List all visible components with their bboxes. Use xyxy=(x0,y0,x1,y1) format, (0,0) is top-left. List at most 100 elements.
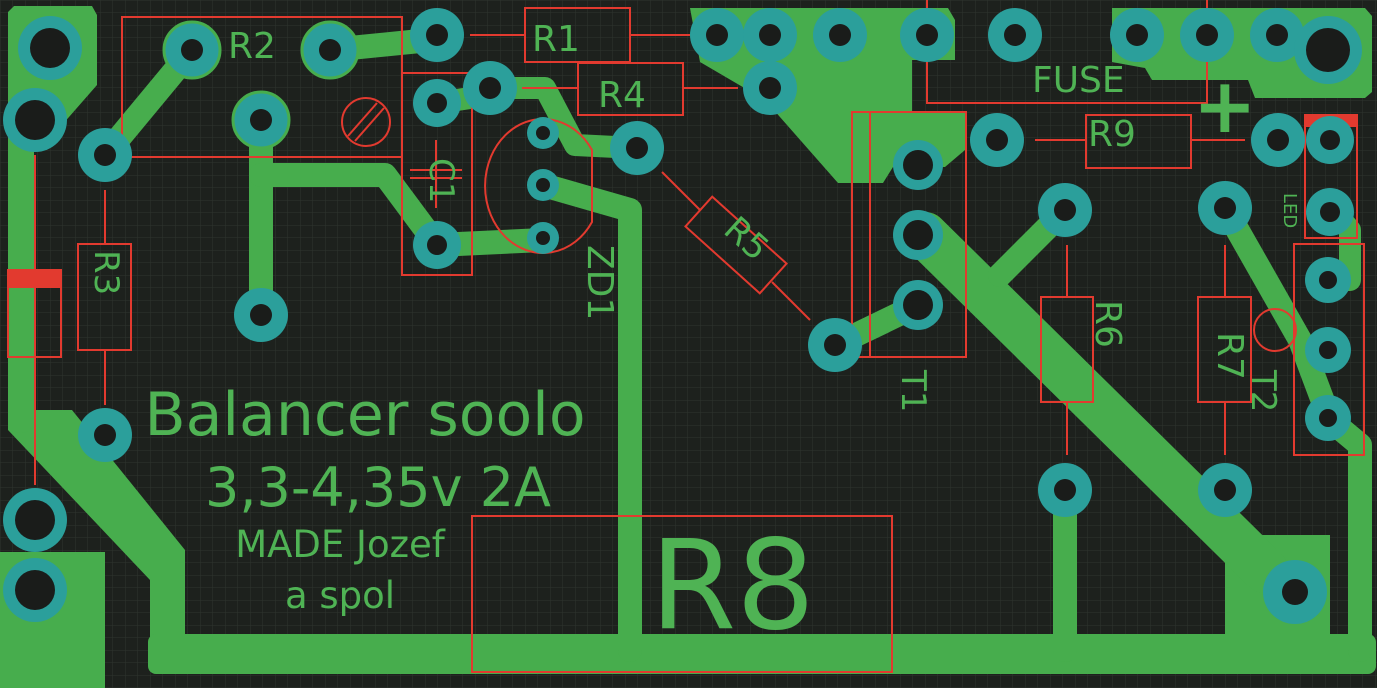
drill-hole xyxy=(536,231,550,245)
label-r6: R6 xyxy=(1087,300,1128,348)
pad[interactable] xyxy=(1038,183,1092,237)
drill-hole xyxy=(15,500,55,540)
label-zd1: ZD1 xyxy=(579,245,620,320)
pad[interactable] xyxy=(527,169,559,201)
drill-hole xyxy=(479,77,501,99)
pad[interactable] xyxy=(690,8,744,62)
pad[interactable] xyxy=(413,221,461,269)
pad[interactable] xyxy=(743,61,797,115)
pad[interactable] xyxy=(527,117,559,149)
pad[interactable] xyxy=(78,128,132,182)
pad[interactable] xyxy=(610,121,664,175)
pad[interactable] xyxy=(234,288,288,342)
drill-hole xyxy=(1126,24,1148,46)
pad[interactable] xyxy=(1263,560,1327,624)
pad[interactable] xyxy=(3,558,67,622)
r8-outline xyxy=(471,515,893,673)
pads-layer xyxy=(3,8,1362,624)
pad[interactable] xyxy=(743,8,797,62)
drill-hole xyxy=(250,304,272,326)
pad[interactable] xyxy=(162,20,222,80)
labels-layer: R2 R1 R4 C1 ZD1 R5 T1 FUSE + R9 LED R6 R… xyxy=(86,19,1300,658)
pad[interactable] xyxy=(3,488,67,552)
trimmer-slot-line xyxy=(347,102,378,137)
drill-hole xyxy=(1320,202,1340,222)
drill-hole xyxy=(1306,28,1350,72)
pad[interactable] xyxy=(893,210,943,260)
label-r9: R9 xyxy=(1088,114,1136,155)
pad[interactable] xyxy=(988,8,1042,62)
pad[interactable] xyxy=(300,20,360,80)
t2-marker xyxy=(1253,308,1297,352)
drill-hole xyxy=(759,24,781,46)
copper-pour-left xyxy=(8,6,185,640)
drill-hole xyxy=(1266,24,1288,46)
label-r8: R8 xyxy=(650,514,815,658)
board-credit: MADE Jozef xyxy=(235,523,446,566)
pad[interactable] xyxy=(893,280,943,330)
trimmer-screw-icon xyxy=(341,97,391,147)
zd1-outline xyxy=(484,118,593,254)
drill-hole xyxy=(1320,130,1340,150)
label-r3: R3 xyxy=(86,250,126,295)
board-credit-2: a spol xyxy=(285,574,395,617)
label-t1: T1 xyxy=(893,369,933,412)
drill-hole xyxy=(1196,24,1218,46)
t1-outline xyxy=(851,111,967,358)
silkscreen-layer xyxy=(7,0,1365,673)
pad[interactable] xyxy=(527,222,559,254)
pad[interactable] xyxy=(1198,181,1252,235)
drill-hole xyxy=(1319,409,1337,427)
pad[interactable] xyxy=(1294,16,1362,84)
r5-outline xyxy=(684,195,788,295)
drill-hole xyxy=(986,129,1008,151)
label-c1: C1 xyxy=(421,158,461,203)
drill-hole xyxy=(15,570,55,610)
pad[interactable] xyxy=(1305,395,1351,441)
t2-outline xyxy=(1293,243,1365,456)
label-r7: R7 xyxy=(1209,332,1250,380)
drill-hole xyxy=(1214,479,1236,501)
drill-hole xyxy=(427,93,447,113)
drill-hole xyxy=(94,424,116,446)
pad[interactable] xyxy=(231,90,291,150)
pad[interactable] xyxy=(410,8,464,62)
pad[interactable] xyxy=(1198,463,1252,517)
label-r2: R2 xyxy=(228,26,276,67)
drill-hole xyxy=(319,39,341,61)
board-subtitle: 3,3-4,35v 2A xyxy=(205,456,551,519)
pad[interactable] xyxy=(1038,463,1092,517)
pad[interactable] xyxy=(808,318,862,372)
pad[interactable] xyxy=(1306,116,1354,164)
pad[interactable] xyxy=(893,140,943,190)
drill-hole xyxy=(1319,271,1337,289)
pad[interactable] xyxy=(1250,8,1304,62)
trace-zd1-bus xyxy=(531,173,642,662)
drill-hole xyxy=(916,24,938,46)
pad[interactable] xyxy=(1180,8,1234,62)
drill-hole xyxy=(903,220,933,250)
pad[interactable] xyxy=(18,16,82,80)
pad[interactable] xyxy=(413,79,461,127)
drill-hole xyxy=(30,28,70,68)
pad[interactable] xyxy=(1305,327,1351,373)
pad[interactable] xyxy=(970,113,1024,167)
drill-hole xyxy=(829,24,851,46)
pad[interactable] xyxy=(78,408,132,462)
drill-hole xyxy=(1267,129,1289,151)
pad[interactable] xyxy=(1306,188,1354,236)
pad[interactable] xyxy=(463,61,517,115)
pad[interactable] xyxy=(1305,257,1351,303)
drill-hole xyxy=(426,24,448,46)
pad[interactable] xyxy=(900,8,954,62)
board-title: Balancer soolo xyxy=(144,380,585,450)
pad[interactable] xyxy=(1251,113,1305,167)
drill-hole xyxy=(1004,24,1026,46)
c1-outline xyxy=(401,72,473,276)
drill-hole xyxy=(706,24,728,46)
pad[interactable] xyxy=(1110,8,1164,62)
pad[interactable] xyxy=(813,8,867,62)
r9-outline xyxy=(1085,114,1192,169)
pad[interactable] xyxy=(3,88,67,152)
